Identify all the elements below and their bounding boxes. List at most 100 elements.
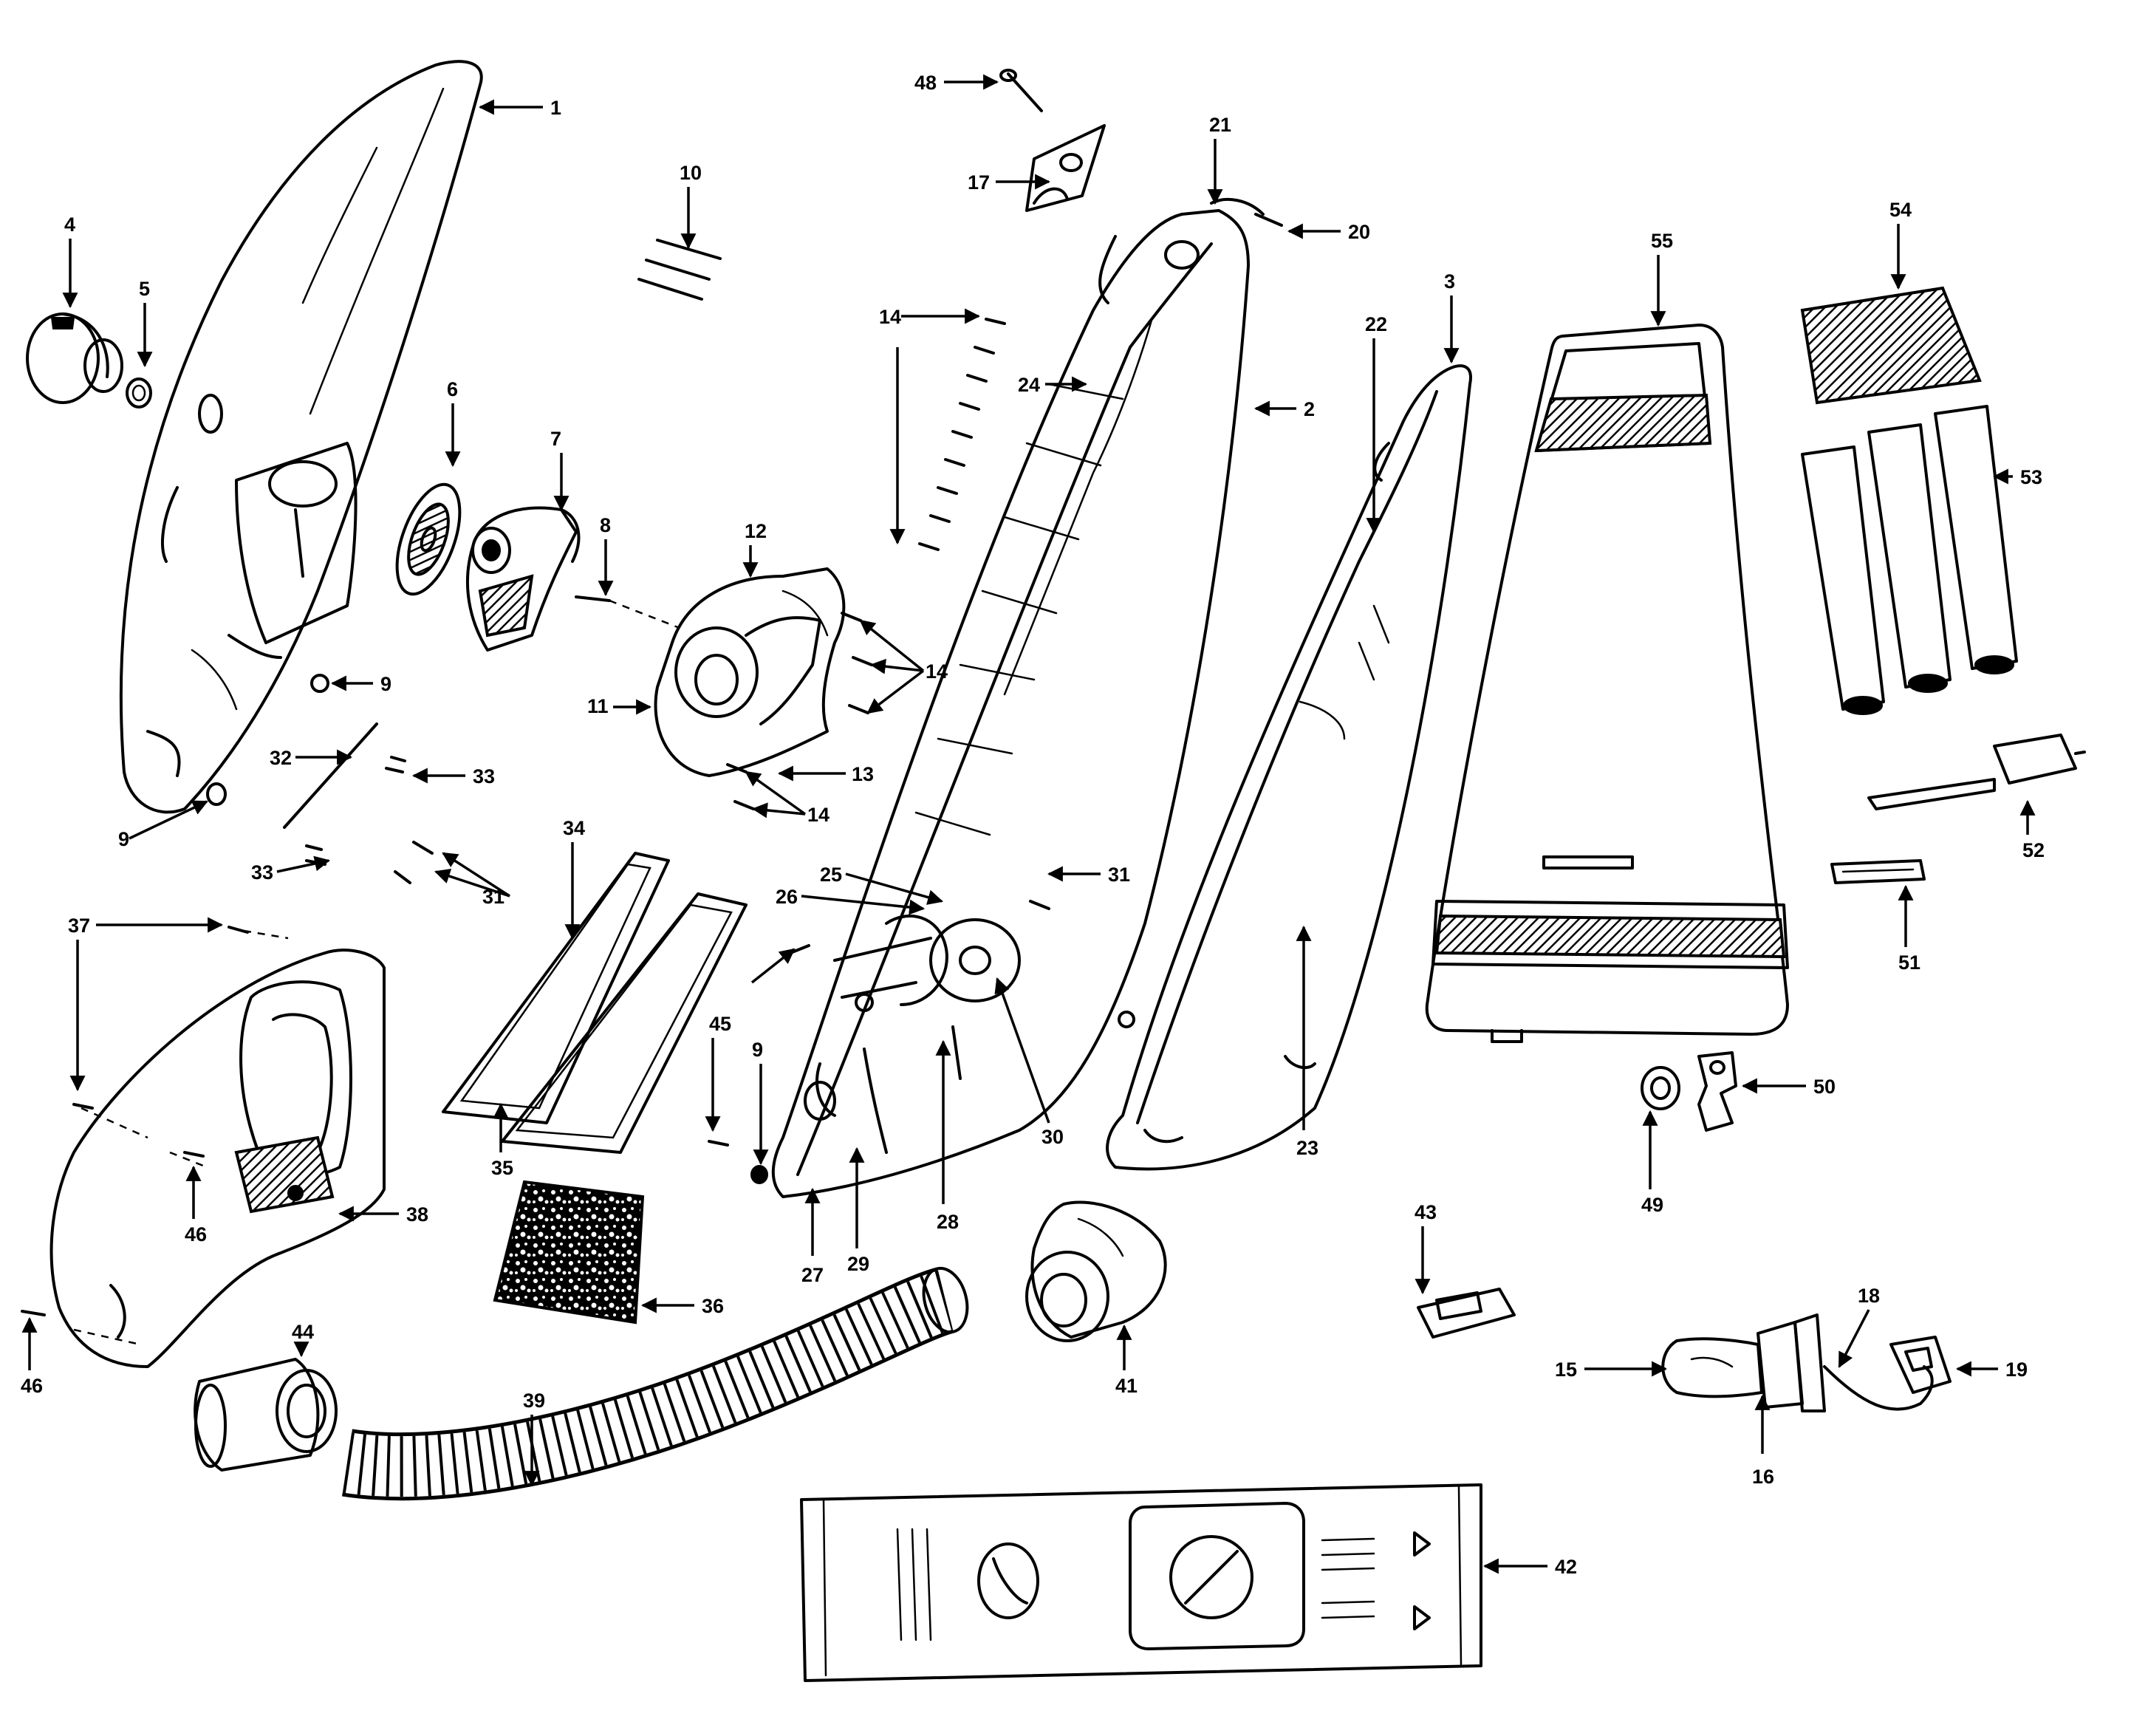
callout-12: 12 bbox=[745, 520, 767, 542]
callout-43: 43 bbox=[1415, 1201, 1437, 1223]
callout-52: 52 bbox=[2022, 839, 2045, 861]
part-switch-housing bbox=[465, 506, 581, 652]
callout-31a: 31 bbox=[1108, 864, 1130, 886]
callout-9b: 9 bbox=[118, 828, 129, 850]
callout-14c: 14 bbox=[807, 804, 830, 826]
callout-37: 37 bbox=[68, 915, 90, 937]
leader-arrow bbox=[1838, 1309, 1870, 1368]
part-filter-pad bbox=[1800, 286, 1982, 405]
part-label-strip bbox=[1830, 859, 1926, 884]
callout-50: 50 bbox=[1813, 1076, 1836, 1098]
part-hose bbox=[342, 1266, 969, 1501]
leader-arrow bbox=[801, 895, 926, 915]
callout-51: 51 bbox=[1898, 951, 1920, 974]
callout-53: 53 bbox=[2020, 466, 2042, 488]
callout-34: 34 bbox=[563, 817, 585, 839]
part-nozzle bbox=[194, 1358, 338, 1472]
callout-36: 36 bbox=[702, 1295, 724, 1317]
callout-8: 8 bbox=[600, 514, 611, 536]
callout-33b: 33 bbox=[251, 861, 273, 884]
callout-46a: 46 bbox=[185, 1223, 207, 1245]
part-gaskets bbox=[442, 852, 748, 1154]
part-disc bbox=[395, 482, 462, 596]
part-lamp-assembly bbox=[1661, 1313, 1952, 1412]
callout-33a: 33 bbox=[473, 765, 495, 787]
part-clip-52 bbox=[1867, 734, 2086, 810]
callout-38: 38 bbox=[406, 1203, 428, 1226]
callout-14b: 14 bbox=[926, 660, 948, 683]
callout-35: 35 bbox=[491, 1157, 513, 1179]
callout-7: 7 bbox=[550, 428, 561, 450]
part-bracket bbox=[1025, 124, 1106, 212]
callout-28: 28 bbox=[937, 1211, 959, 1233]
callout-41: 41 bbox=[1115, 1375, 1138, 1397]
part-filter-block bbox=[493, 1180, 645, 1325]
callout-17: 17 bbox=[968, 171, 990, 194]
callout-labels: 1 2 3 4 5 6 7 8 9 9 9 10 11 12 13 14 14 … bbox=[21, 72, 2045, 1578]
callout-48: 48 bbox=[914, 72, 937, 94]
part-ring bbox=[126, 377, 152, 409]
callout-44: 44 bbox=[292, 1321, 314, 1343]
part-bag-cover bbox=[1425, 324, 1789, 1043]
callout-55: 55 bbox=[1651, 230, 1673, 252]
callout-14a: 14 bbox=[879, 306, 901, 328]
callout-11: 11 bbox=[587, 695, 609, 717]
leader-arrow bbox=[845, 872, 944, 905]
leader-arrow bbox=[434, 868, 510, 898]
callout-25: 25 bbox=[820, 864, 842, 886]
part-control-panel bbox=[800, 1483, 1482, 1682]
part-hose-adapter bbox=[1025, 1200, 1167, 1342]
callout-19: 19 bbox=[2005, 1359, 2028, 1381]
callout-9a: 9 bbox=[380, 673, 391, 695]
part-rear-panel bbox=[1106, 364, 1472, 1171]
callout-6: 6 bbox=[447, 378, 458, 400]
leader-arrow bbox=[750, 948, 796, 984]
callout-24: 24 bbox=[1018, 374, 1040, 396]
part-lamp-bracket bbox=[1697, 1051, 1737, 1132]
callout-2: 2 bbox=[1304, 398, 1315, 420]
part-screw-8 bbox=[575, 595, 611, 602]
part-bag-tubes bbox=[1801, 405, 2018, 715]
leader-arrow bbox=[129, 800, 208, 840]
part-top-clip bbox=[1164, 198, 1283, 270]
leader-arrow bbox=[751, 802, 806, 819]
part-knob bbox=[26, 312, 123, 404]
callout-3: 3 bbox=[1444, 270, 1455, 293]
callout-10: 10 bbox=[680, 162, 702, 184]
part-main-body bbox=[771, 209, 1250, 1198]
leader-arrow bbox=[745, 770, 807, 816]
part-screw-group-mid bbox=[726, 612, 873, 810]
callout-1: 1 bbox=[550, 97, 561, 119]
callout-32: 32 bbox=[270, 747, 292, 769]
callout-42: 42 bbox=[1555, 1556, 1577, 1578]
callout-9c: 9 bbox=[752, 1039, 763, 1061]
part-pins bbox=[637, 239, 722, 301]
leader-arrow bbox=[994, 977, 1050, 1124]
part-switch bbox=[1417, 1288, 1516, 1339]
callout-30: 30 bbox=[1041, 1126, 1064, 1148]
part-nut bbox=[1641, 1066, 1680, 1110]
leader-arrow bbox=[869, 658, 924, 674]
part-motor-housing bbox=[654, 567, 846, 777]
callout-49: 49 bbox=[1641, 1194, 1663, 1216]
callout-22: 22 bbox=[1365, 313, 1387, 335]
leader-arrow bbox=[859, 619, 925, 672]
callout-15: 15 bbox=[1555, 1359, 1577, 1381]
leader-lines bbox=[21, 74, 2036, 1574]
callout-46b: 46 bbox=[21, 1375, 43, 1397]
callout-16: 16 bbox=[1752, 1466, 1774, 1488]
leader-arrow bbox=[276, 855, 331, 873]
part-front-housing bbox=[119, 60, 483, 814]
callout-5: 5 bbox=[139, 278, 150, 300]
leader-arrow bbox=[866, 669, 925, 714]
part-lower-housing bbox=[49, 949, 386, 1368]
callout-54: 54 bbox=[1889, 199, 1912, 221]
callout-27: 27 bbox=[801, 1264, 824, 1286]
leader-arrow bbox=[442, 852, 510, 898]
callout-21: 21 bbox=[1209, 114, 1231, 136]
callout-4: 4 bbox=[64, 213, 75, 236]
callout-18: 18 bbox=[1858, 1285, 1880, 1307]
callout-31b: 31 bbox=[482, 886, 504, 908]
callout-29: 29 bbox=[847, 1253, 869, 1275]
